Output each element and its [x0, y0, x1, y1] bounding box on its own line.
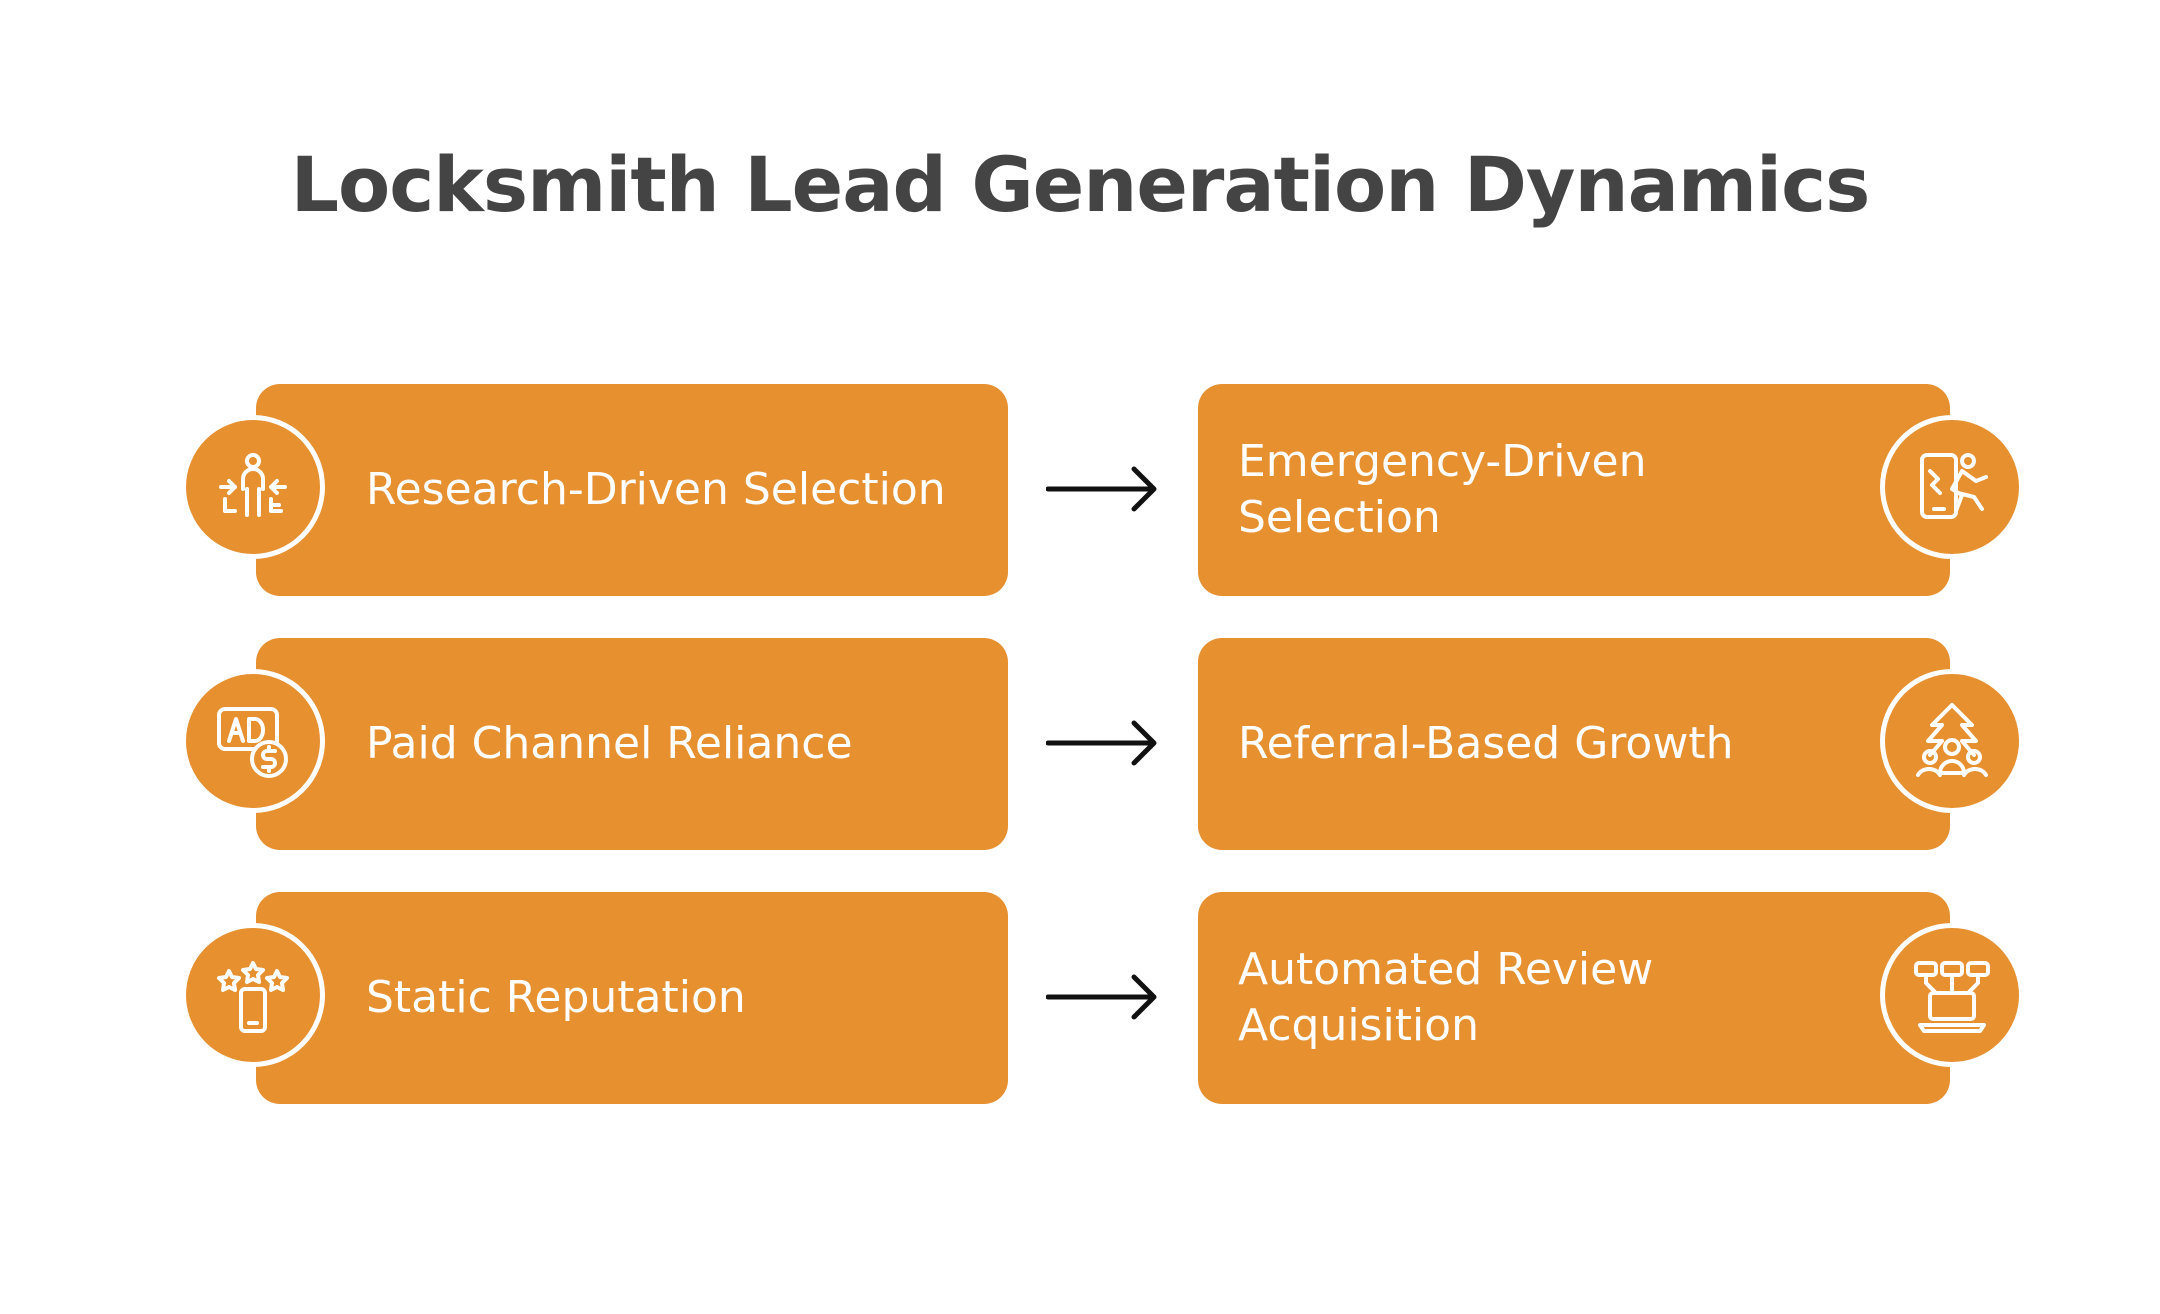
- card-label: Paid Channel Reliance: [366, 718, 853, 769]
- phone-stars-icon: [181, 923, 325, 1067]
- arrow-right-icon: [1046, 466, 1157, 512]
- arrow-right-icon: [1046, 720, 1157, 766]
- group-growth-icon: [1880, 669, 2024, 813]
- ad-dollar-icon: [181, 669, 325, 813]
- page-title: Locksmith Lead Generation Dynamics: [290, 140, 1871, 229]
- phone-emergency-icon: [1880, 415, 2024, 559]
- card-paid-channel-reliance: Paid Channel Reliance: [256, 638, 1008, 850]
- card-label: Referral-Based Growth: [1238, 718, 1734, 769]
- person-comparison-icon: [181, 415, 325, 559]
- card-label: Automated Review Acquisition: [1238, 944, 1654, 1051]
- card-label: Emergency-Driven Selection: [1238, 436, 1647, 543]
- card-label: Static Reputation: [366, 972, 746, 1023]
- card-referral-based-growth: Referral-Based Growth: [1198, 638, 1950, 850]
- card-research-driven-selection: Research-Driven Selection: [256, 384, 1008, 596]
- card-emergency-driven-selection: Emergency-Driven Selection: [1198, 384, 1950, 596]
- card-automated-review-acquisition: Automated Review Acquisition: [1198, 892, 1950, 1104]
- laptop-reviews-icon: [1880, 923, 2024, 1067]
- arrow-right-icon: [1046, 974, 1157, 1020]
- card-label: Research-Driven Selection: [366, 464, 946, 515]
- card-static-reputation: Static Reputation: [256, 892, 1008, 1104]
